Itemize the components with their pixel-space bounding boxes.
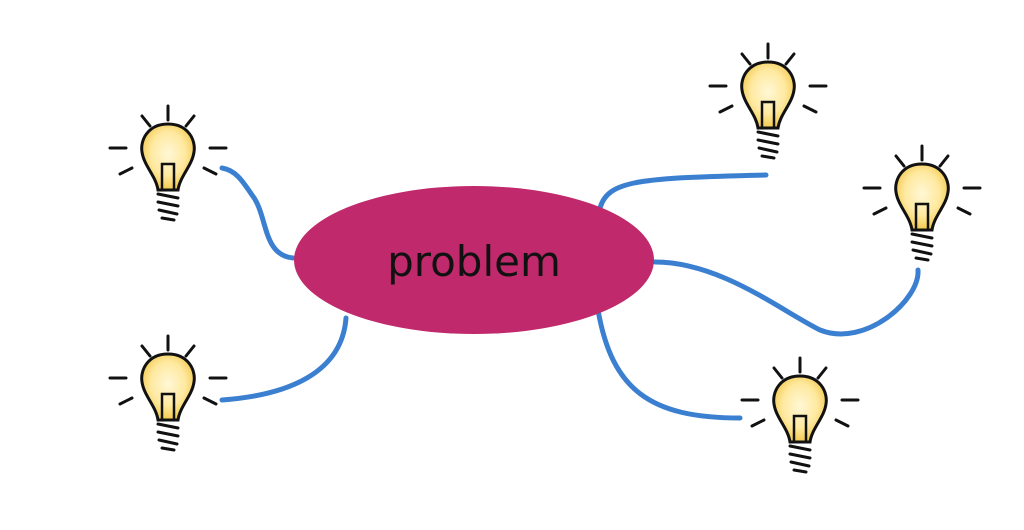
- lightbulb-icon: [108, 334, 228, 452]
- connector-mid-right: [652, 259, 921, 337]
- lightbulb-icon: [108, 104, 228, 222]
- lightbulb-icon: [740, 356, 860, 474]
- connector-top-left: [219, 165, 296, 261]
- central-label: problem: [387, 237, 561, 286]
- connector-top-right: [597, 172, 769, 211]
- connector-bottom-left: [219, 315, 349, 403]
- lightbulb-icon: [862, 144, 982, 262]
- lightbulb-icon: [708, 42, 828, 160]
- central-ellipse: [294, 186, 654, 334]
- central-node: problem: [294, 186, 654, 334]
- connector-bottom-right: [595, 307, 743, 421]
